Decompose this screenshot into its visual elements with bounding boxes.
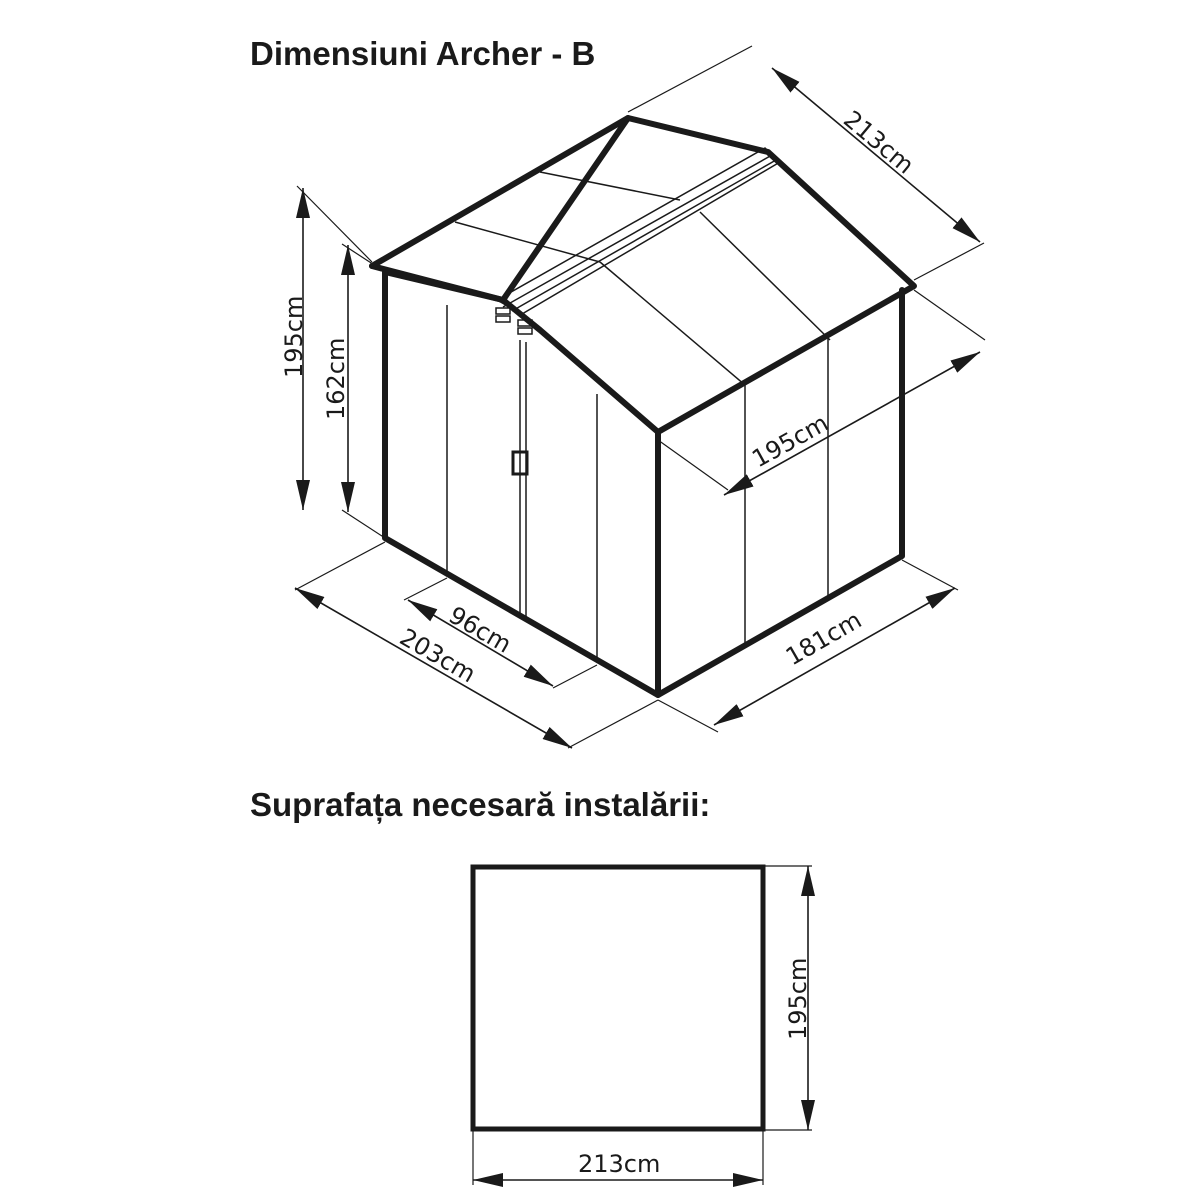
dimension-lines — [294, 45, 986, 749]
shed-front-eave — [382, 269, 506, 303]
dim-label-height-wall: 162cm — [322, 338, 350, 420]
vent-right — [517, 319, 533, 327]
shed-roof-outline — [369, 115, 917, 435]
shed-roof-back-edge — [369, 115, 631, 269]
dim-label-height-total: 195cm — [280, 296, 308, 378]
dim-label-plan-width: 213cm — [578, 1150, 660, 1178]
vent-left — [495, 307, 511, 315]
floor-plan-rectangle — [470, 864, 766, 1132]
shed-front-face — [382, 269, 661, 698]
section-subtitle: Suprafața necesară instalării: — [250, 786, 710, 824]
floor-plan — [470, 864, 815, 1187]
door-handle-icon — [511, 450, 529, 476]
shed-side-face — [655, 287, 905, 698]
dim-label-depth-top: 213cm — [838, 105, 919, 179]
dim-label-plan-height: 195cm — [784, 958, 812, 1040]
page-title: Dimensiuni Archer - B — [250, 35, 595, 72]
